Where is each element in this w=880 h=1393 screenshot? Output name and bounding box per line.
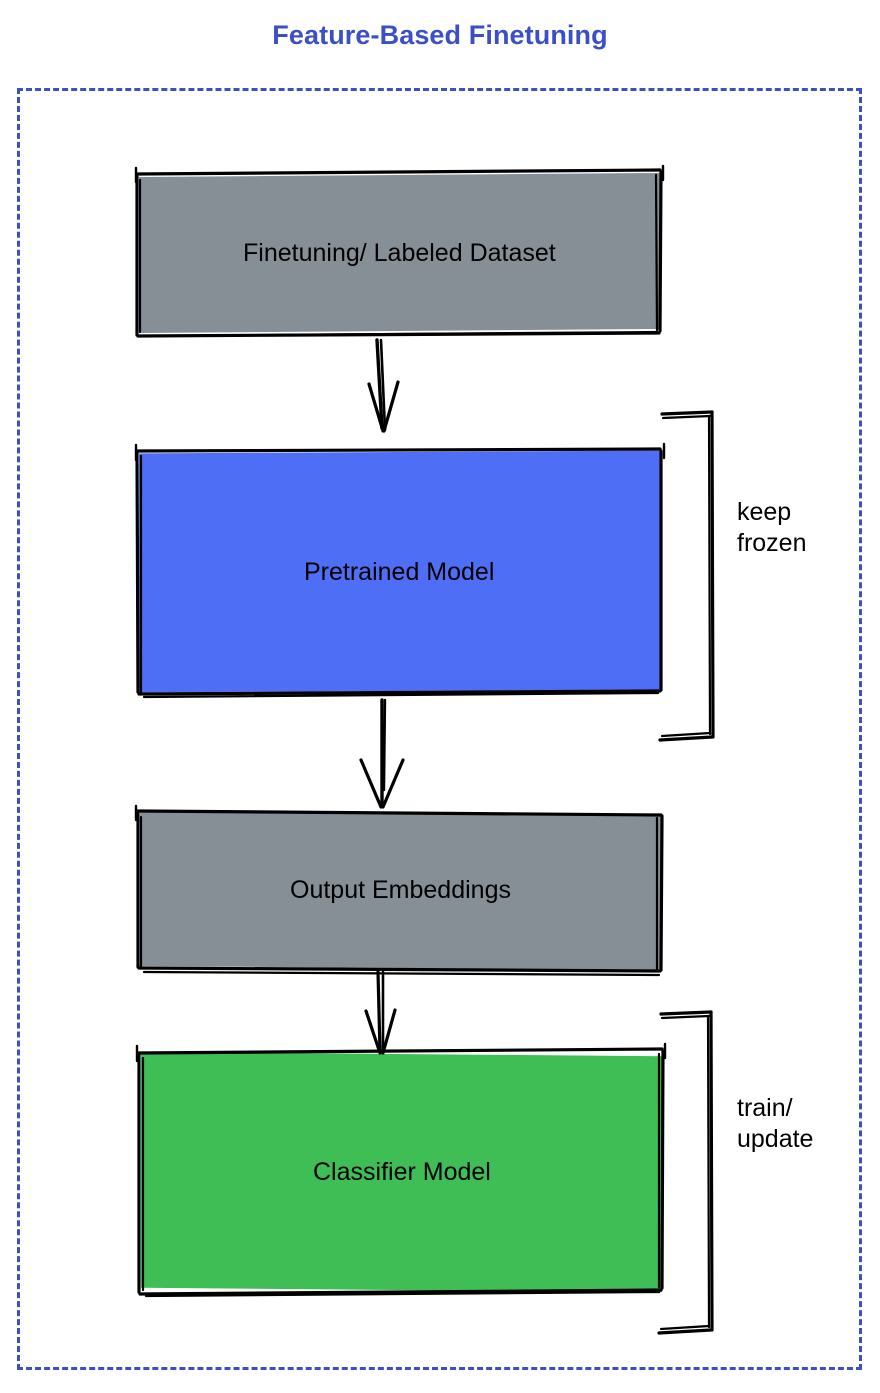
node-label-classifier: Classifier Model: [312, 1158, 491, 1186]
node-label-embeddings: Output Embeddings: [290, 875, 511, 904]
annotation-train-update: train/ update: [737, 1094, 814, 1153]
node-label-pretrained: Pretrained Model: [304, 557, 495, 586]
node-pretrained-model[interactable]: Pretrained Model: [139, 450, 660, 693]
node-label-dataset: Finetuning/ Labeled Dataset: [243, 239, 556, 268]
node-classifier-model[interactable]: Classifier Model: [141, 1051, 662, 1293]
node-output-embeddings[interactable]: Output Embeddings: [140, 809, 661, 971]
page-title: Feature-Based Finetuning: [272, 20, 608, 50]
annotation-keep-frozen: keep frozen: [737, 498, 807, 557]
dashed-container-border: [17, 88, 862, 1370]
node-finetuning-labeled-dataset[interactable]: Finetuning/ Labeled Dataset: [139, 172, 660, 334]
